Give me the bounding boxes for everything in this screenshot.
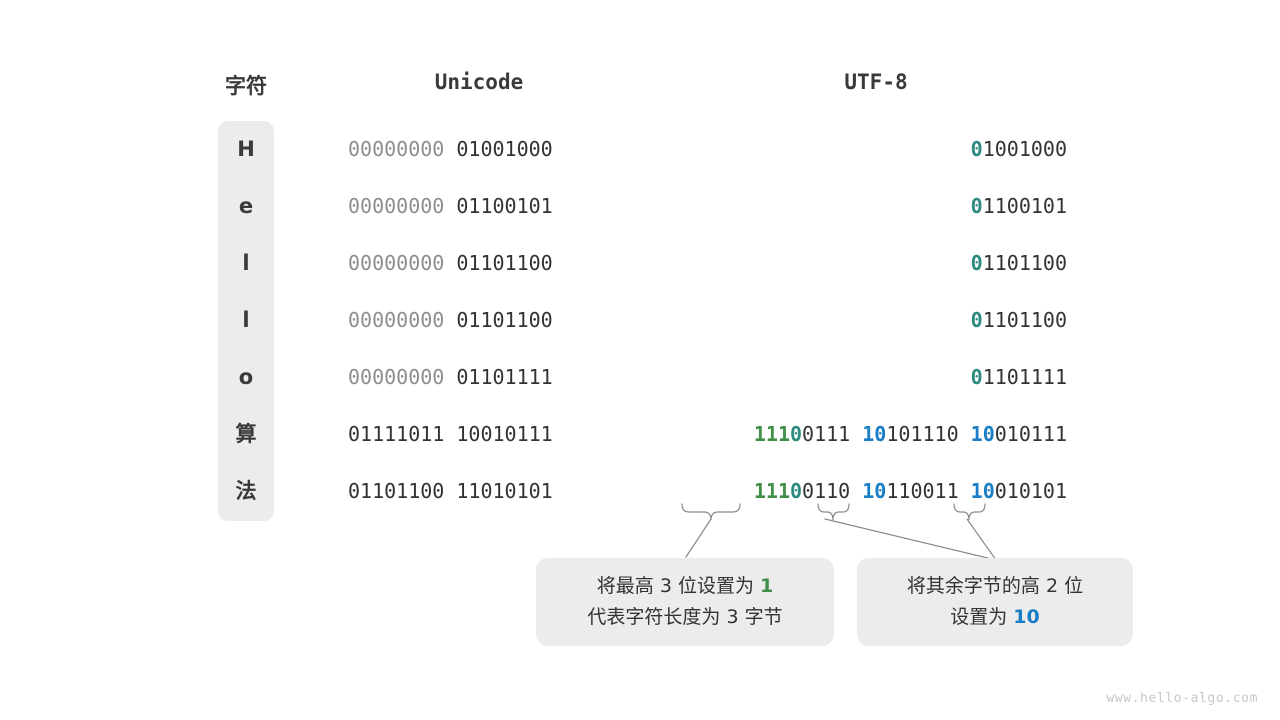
utf8-byte: 01101111	[971, 365, 1067, 389]
unicode-low-byte: 01001000	[456, 137, 553, 161]
utf8-payload-bits: 1101100	[982, 251, 1067, 275]
unicode-low-byte: 01100101	[456, 194, 553, 218]
utf8-byte: 01101100	[971, 308, 1067, 332]
callout-2-text-c: 设置为	[950, 606, 1008, 628]
character-cell: o	[238, 365, 254, 389]
utf8-cell: 01101100	[605, 235, 1067, 292]
utf8-prefix-bits: 0	[970, 308, 983, 332]
column-header-utf8: UTF-8	[844, 70, 908, 94]
leader-line-callout-2b	[966, 518, 997, 561]
utf8-byte: 01100101	[971, 194, 1067, 218]
unicode-low-byte: 01101111	[456, 365, 553, 389]
callout-2-line-2: 设置为 10	[950, 602, 1040, 633]
character-column-capsule	[218, 121, 274, 521]
utf8-byte: 10010111	[971, 422, 1067, 446]
callout-continuation-bits: 将其余字节的高 2 位 设置为 10	[857, 558, 1133, 646]
callout-2-highlight: 10	[1013, 606, 1040, 628]
leader-line-callout-1	[685, 518, 712, 558]
unicode-high-byte: 01101100	[348, 479, 445, 503]
utf8-prefix-bits: 111	[753, 479, 790, 503]
callout-1-number: 3	[659, 575, 672, 597]
utf8-payload-bits: 0111	[802, 422, 851, 446]
callout-1-line-1: 将最高 3 位设置为 1	[597, 571, 774, 602]
utf8-cell: 01101111	[605, 349, 1067, 406]
unicode-cell: 00000000 01101100	[348, 235, 610, 292]
utf8-payload-bits: 010111	[994, 422, 1067, 446]
utf8-prefix-bits: 10	[862, 422, 887, 446]
unicode-low-byte: 10010111	[456, 422, 553, 446]
unicode-high-byte: 00000000	[348, 308, 445, 332]
utf8-prefix-bits: 0	[970, 365, 983, 389]
utf8-cell: 01001000	[605, 121, 1067, 178]
unicode-cell: 00000000 01001000	[348, 121, 610, 178]
utf8-cell: 11100110 10110011 10010101	[605, 463, 1067, 520]
utf8-payload-bits: 1001000	[982, 137, 1067, 161]
utf8-byte: 10110011	[862, 479, 958, 503]
utf8-prefix-bits: 0	[970, 251, 983, 275]
unicode-cell: 00000000 01101111	[348, 349, 610, 406]
watermark: www.hello-algo.com	[1106, 691, 1258, 706]
callout-1-line-2: 代表字符长度为 3 字节	[587, 602, 782, 633]
utf8-payload-bits: 101110	[886, 422, 959, 446]
utf8-prefix-terminator-bit: 0	[790, 479, 803, 503]
column-header-unicode: Unicode	[434, 70, 524, 94]
unicode-high-byte: 00000000	[348, 365, 445, 389]
utf8-prefix-bits: 10	[970, 479, 995, 503]
callout-1-highlight: 1	[760, 575, 774, 597]
callout-leading-bits: 将最高 3 位设置为 1 代表字符长度为 3 字节	[536, 558, 834, 646]
callout-1-number-2: 3	[726, 606, 739, 628]
unicode-high-byte: 01111011	[348, 422, 445, 446]
unicode-low-byte: 01101100	[456, 251, 553, 275]
character-cell: l	[242, 308, 250, 332]
utf8-prefix-bits: 111	[753, 422, 790, 446]
unicode-cell: 01101100 11010101	[348, 463, 610, 520]
character-cell: l	[242, 251, 250, 275]
utf8-prefix-bits: 0	[970, 194, 983, 218]
callout-2-text-a: 将其余字节的高	[906, 575, 1040, 597]
utf8-byte: 01101100	[971, 251, 1067, 275]
character-cell: 算	[235, 422, 257, 446]
utf8-payload-bits: 0110	[802, 479, 851, 503]
utf8-payload-bits: 010101	[994, 479, 1067, 503]
callout-2-number: 2	[1045, 575, 1059, 597]
utf8-byte: 10010101	[971, 479, 1067, 503]
utf8-payload-bits: 1101100	[982, 308, 1067, 332]
unicode-low-byte: 11010101	[456, 479, 553, 503]
unicode-high-byte: 00000000	[348, 194, 445, 218]
callout-1-text-a: 将最高	[596, 575, 654, 597]
unicode-cell: 00000000 01100101	[348, 178, 610, 235]
callout-2-text-b: 位	[1064, 575, 1084, 597]
unicode-high-byte: 00000000	[348, 251, 445, 275]
utf8-prefix-bits: 0	[970, 137, 983, 161]
utf8-byte: 10101110	[862, 422, 958, 446]
unicode-cell: 00000000 01101100	[348, 292, 610, 349]
unicode-low-byte: 01101100	[456, 308, 553, 332]
utf8-prefix-bits: 10	[970, 422, 995, 446]
callout-1-text-c: 代表字符长度为	[587, 606, 721, 628]
utf8-prefix-bits: 10	[862, 479, 887, 503]
callout-2-line-1: 将其余字节的高 2 位	[907, 571, 1083, 602]
utf8-byte: 11100110	[754, 479, 850, 503]
character-cell: e	[238, 194, 254, 218]
character-cell: H	[237, 137, 255, 161]
utf8-byte: 11100111	[754, 422, 850, 446]
leader-line-callout-2a	[824, 518, 997, 561]
utf8-payload-bits: 110011	[886, 479, 959, 503]
callout-1-text-b: 位设置为	[677, 575, 754, 597]
column-header-character: 字符	[225, 74, 267, 98]
utf8-payload-bits: 1101111	[982, 365, 1067, 389]
utf8-prefix-terminator-bit: 0	[790, 422, 803, 446]
callout-1-text-d: 字节	[744, 606, 783, 628]
unicode-cell: 01111011 10010111	[348, 406, 610, 463]
utf8-cell: 01101100	[605, 292, 1067, 349]
utf8-byte: 01001000	[971, 137, 1067, 161]
utf8-payload-bits: 1100101	[982, 194, 1067, 218]
character-cell: 法	[235, 479, 257, 503]
utf8-cell: 11100111 10101110 10010111	[605, 406, 1067, 463]
utf8-cell: 01100101	[605, 178, 1067, 235]
unicode-high-byte: 00000000	[348, 137, 445, 161]
